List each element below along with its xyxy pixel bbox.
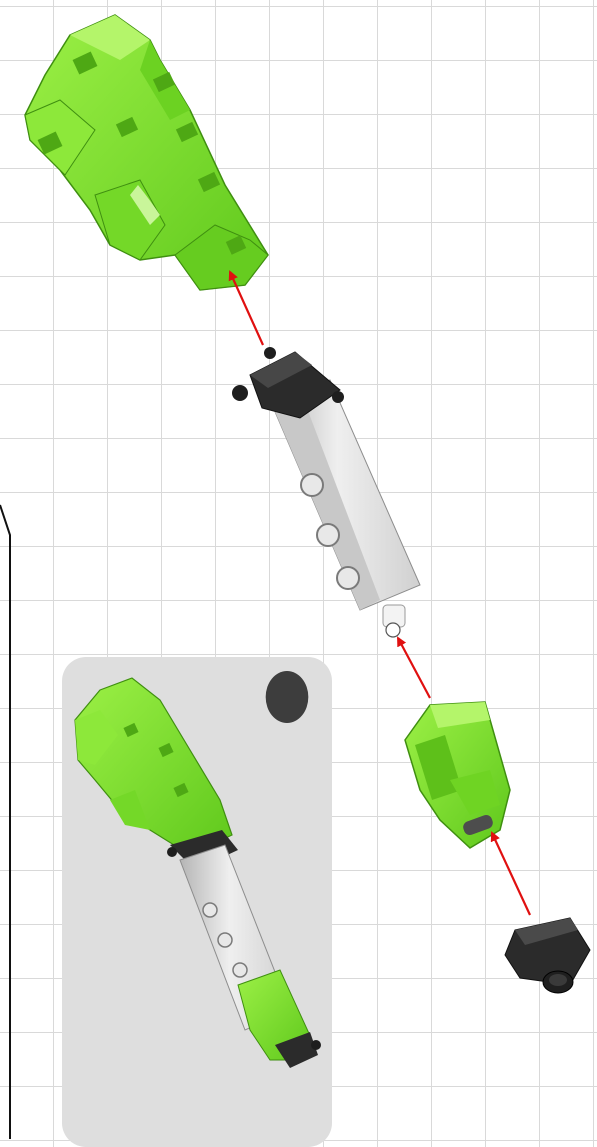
grey-rod xyxy=(270,380,420,637)
arrow-clip-to-rod xyxy=(398,638,430,698)
green-clip-connector xyxy=(405,702,510,848)
black-end-cap xyxy=(505,918,590,993)
green-hub-connector xyxy=(25,15,268,290)
arrow-cap-to-clip xyxy=(492,833,530,915)
assembled-preview xyxy=(75,678,321,1068)
